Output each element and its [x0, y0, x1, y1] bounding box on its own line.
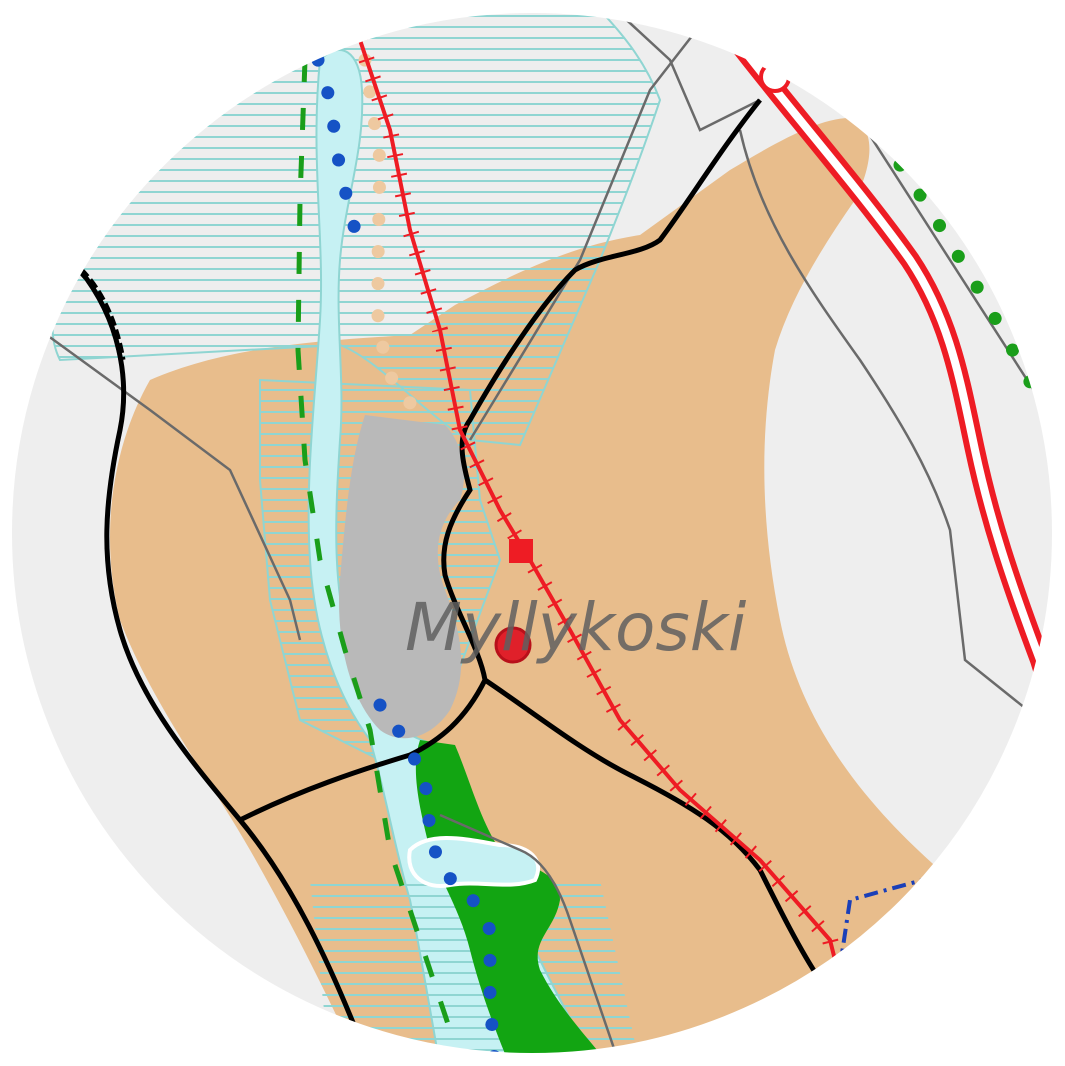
station-square[interactable] [509, 539, 533, 563]
highway-line [732, 38, 1054, 743]
center-marker[interactable] [494, 626, 532, 664]
green-area [415, 740, 610, 1055]
main-road-dashed [77, 267, 126, 361]
green-dashed-line [295, 59, 453, 1031]
main-roads [78, 98, 823, 1055]
lens-border [8, 9, 1056, 1057]
industrial-area [339, 415, 465, 739]
blue-dotted-line-lower [373, 698, 502, 1055]
place-label: Myllykoski [405, 589, 747, 666]
